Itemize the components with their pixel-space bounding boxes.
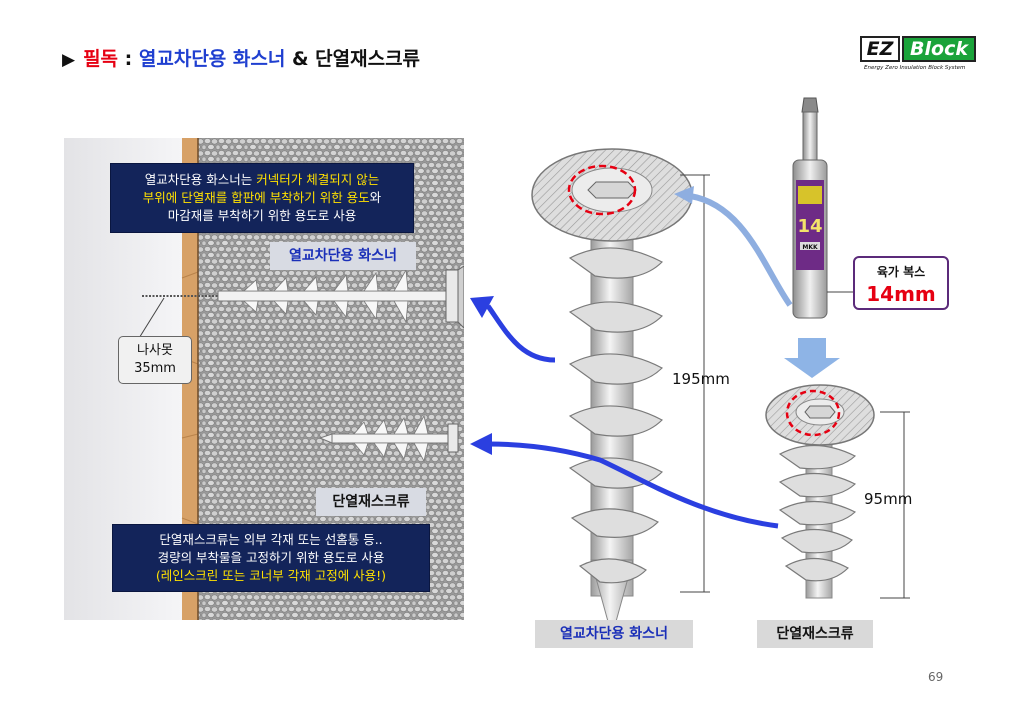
- screw-description-box: 단열재스크류는 외부 각재 또는 선홈통 등.. 경량의 부착물을 고정하기 위…: [112, 524, 430, 592]
- screw-desc-line3: (레인스크린 또는 코너부 각재 고정에 사용!): [155, 568, 387, 583]
- nail-callout-label: 나사못: [137, 343, 173, 358]
- title-marker-icon: ▶: [62, 50, 76, 70]
- hex-socket-tool: 14 MKK: [792, 97, 853, 319]
- socket-size-value: 14mm: [866, 282, 936, 306]
- screw-desc-line1: 단열재스크류는 외부 각재 또는 선홈통 등..: [159, 532, 383, 547]
- socket-brand: MKK: [802, 244, 818, 251]
- wall-section-illustration: 열교차단용 화스너는 커넥터가 체결되지 않는 부위에 단열재를 합판에 부착하…: [64, 138, 464, 620]
- logo-block: Block: [902, 36, 976, 62]
- screw-caption: 단열재스크류: [757, 620, 873, 648]
- screw-desc-line2: 경량의 부착물을 고정하기 위한 용도로 사용: [157, 550, 385, 565]
- fastener-label: 열교차단용 화스너: [270, 242, 416, 270]
- screw-arrowhead-icon: [470, 433, 492, 455]
- fastener-caption: 열교차단용 화스너: [535, 620, 693, 648]
- fastener-desc-line3: 마감재를 부착하기 위한 용도로 사용: [167, 208, 357, 223]
- screw-label: 단열재스크류: [316, 488, 426, 516]
- nail-callout: 나사못 35mm: [118, 336, 192, 384]
- light-blue-arrowhead-icon: [674, 186, 694, 204]
- insulation-screw-illustration: [318, 414, 459, 463]
- fastener-description-box: 열교차단용 화스너는 커넥터가 체결되지 않는 부위에 단열재를 합판에 부착하…: [110, 163, 414, 233]
- fastener-desc-line2: 와: [369, 190, 382, 205]
- fastener-desc-line1: 열교차단용 화스너는: [144, 172, 257, 187]
- large-dimension-label: 195mm: [672, 370, 730, 388]
- nail-callout-size: 35mm: [134, 361, 176, 376]
- title-part-screw: 단열재스크류: [315, 48, 421, 70]
- logo-ez: EZ: [860, 36, 900, 62]
- socket-size-label: 육가 복스: [876, 265, 926, 279]
- fastener-illustration: [142, 265, 464, 329]
- large-fastener: [531, 148, 693, 638]
- title-colon: :: [118, 48, 139, 70]
- small-insulation-screw: [765, 384, 875, 599]
- ez-block-logo: EZ Block Energy Zero Insulation Block Sy…: [860, 36, 978, 74]
- fastener-desc-line2-highlight: 부위에 단열재를 합판에 부착하기 위한 용도: [142, 190, 370, 205]
- socket-number: 14: [797, 216, 822, 237]
- logo-tagline: Energy Zero Insulation Block System: [864, 65, 966, 71]
- title-part-fastener: 열교차단용 화스너: [138, 48, 286, 70]
- title-ampersand: &: [285, 48, 316, 70]
- down-arrow-icon: [784, 338, 840, 378]
- fastener-desc-line1-highlight: 커넥터가 체결되지 않는: [256, 172, 380, 187]
- small-dimension-label: 95mm: [864, 490, 913, 508]
- page-title: ▶ 필독 : 열교차단용 화스너 & 단열재스크류: [62, 44, 420, 71]
- title-prefix: 필독: [83, 48, 119, 70]
- fastener-arrowhead-icon: [470, 296, 494, 318]
- socket-size-box: 육가 복스 14mm: [853, 256, 949, 310]
- page-number: 69: [928, 670, 944, 684]
